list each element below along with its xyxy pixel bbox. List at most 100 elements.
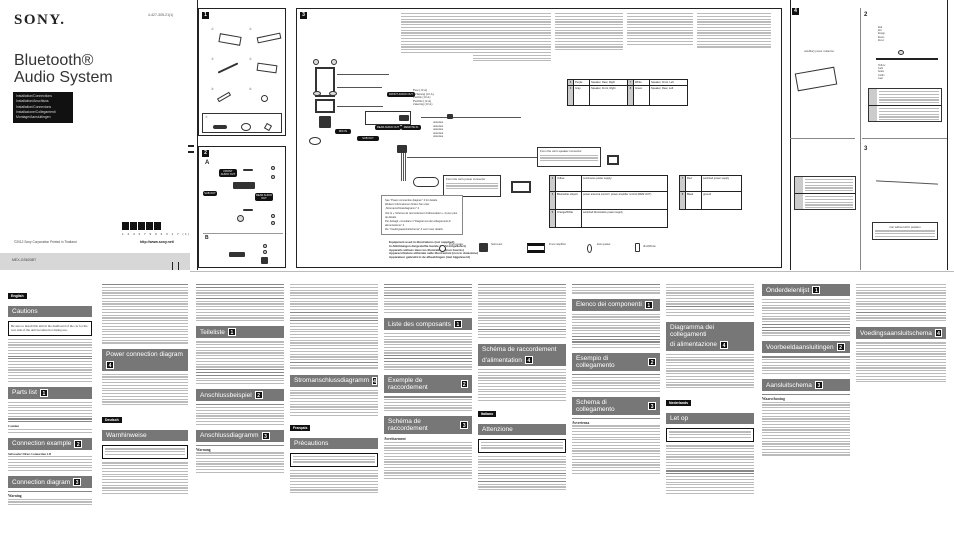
screw-icon — [216, 91, 232, 103]
footnotes-it — [627, 13, 693, 45]
connector-label: Auxiliary power connector — [804, 50, 835, 53]
fold-mark — [188, 145, 194, 147]
speaker-icon — [263, 244, 267, 248]
subwoofer-icon — [237, 215, 244, 222]
speaker-icon — [271, 175, 275, 179]
precautions-header: Précautions — [290, 437, 378, 449]
speaker-icon — [271, 166, 275, 170]
speaker-connector-pinout — [607, 155, 619, 165]
connector-icon — [413, 177, 439, 187]
document-number: 4-427-305-21(1) — [148, 13, 174, 17]
washer-icon — [261, 95, 268, 102]
website-link[interactable]: http://www.sony.net/ — [140, 240, 174, 244]
subwoofer-icon — [479, 243, 488, 252]
model-number: MEX-GS600BT — [12, 258, 37, 262]
head-unit-rear — [365, 111, 411, 125]
speaker-icon — [263, 250, 267, 254]
power-connector-pinout — [511, 181, 531, 193]
cautions-header: Cautions — [8, 306, 92, 317]
acc-note-box: Car without ACC position — [872, 222, 938, 240]
power-connector-note: From the car's power connector — [443, 175, 501, 197]
footnotes-en — [401, 13, 473, 54]
antenna-connector-icon — [447, 114, 453, 119]
head-unit-icon — [233, 182, 255, 189]
wiring-note-table — [868, 88, 942, 122]
footnotes-fr — [555, 13, 623, 51]
page-divider — [947, 0, 948, 270]
aux-connector-icon — [794, 66, 838, 92]
rubber-case-icon — [256, 32, 282, 44]
fold-mark — [188, 151, 194, 153]
subwoofer-icon — [319, 116, 331, 128]
footnotes-de — [473, 13, 551, 62]
speaker-connector-note: From the car's speaker connector — [537, 147, 601, 167]
speaker-icon — [329, 91, 337, 96]
power-amplifier-icon — [527, 243, 545, 253]
speaker-icon — [271, 214, 275, 218]
head-unit-icon — [229, 252, 245, 257]
connection-diagram-panel: 3 FRONT AUDIO OUT REAR AUDIO OUT SUB OUT… — [296, 8, 782, 268]
rear-speaker-icon — [587, 244, 592, 253]
speaker-icon — [271, 221, 275, 225]
connection-example-panel: 2 A FRONT AUDIO OUT SUB OUT REAR AUDIO O… — [198, 146, 286, 268]
frame-icon — [256, 62, 278, 74]
attenzione-header: Attenzione — [478, 423, 566, 435]
footnotes-nl — [697, 13, 771, 48]
front-speaker-icon — [439, 245, 446, 252]
fold-mark — [178, 262, 179, 270]
microphone-icon — [241, 123, 251, 131]
legend-title: Equipment used in illustrations (not sup… — [389, 240, 479, 260]
amplifier-icon — [243, 169, 253, 171]
fuse-icon — [898, 50, 904, 55]
amplifier-icon — [243, 209, 253, 211]
fold-mark — [172, 262, 173, 270]
cable-icon — [213, 125, 227, 129]
fuse-label: Fuse (10 A)Sicherung (10 A)Fusible (10 A… — [413, 88, 434, 107]
see-notes-box: See "Power connection diagram" 4 for det… — [381, 195, 463, 235]
panel-number: 1 — [202, 12, 209, 19]
barcode-number: 1 4 4 3 7 9 0 3 3 1 7 (1) — [122, 232, 191, 236]
wiring-note-table — [794, 176, 856, 210]
subwoofer-icon — [261, 257, 268, 264]
power-amplifier-icon — [315, 67, 335, 97]
panel-number: 4 — [792, 8, 799, 15]
model-band — [0, 253, 190, 270]
copyright: ©2012 Sony Corporation Printed in Thaila… — [14, 240, 77, 244]
barcode — [122, 222, 161, 230]
speaker-icon — [313, 59, 319, 65]
warnhinweise-header: Warnhinweise — [102, 430, 188, 442]
speaker-icon — [313, 91, 321, 96]
power-connector-icon — [399, 115, 409, 121]
